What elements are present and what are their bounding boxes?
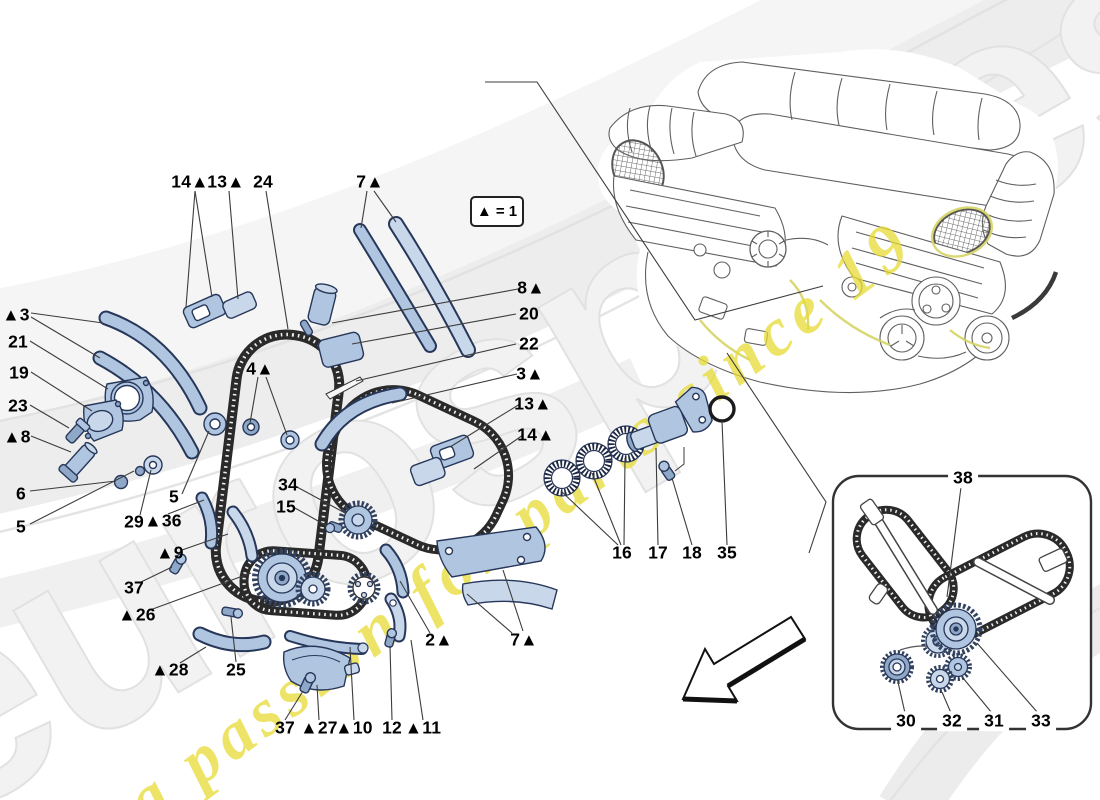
inset-callout[interactable]: 38 [948,468,978,488]
legend-box: ▲ = 1 [470,196,524,227]
part-callout[interactable]: 23 [8,395,28,416]
chain-tensioner-assembly [626,386,736,481]
part-callout[interactable]: ▲3 [2,304,30,325]
inset-callout[interactable]: 33 [1026,711,1056,731]
inset-callout[interactable]: 30 [891,711,921,731]
part-callout[interactable]: 37 [275,717,295,738]
inset-gears [880,602,983,693]
part-callout[interactable]: 4▲ [246,358,274,379]
part-callout[interactable]: 24 [253,171,273,192]
part-callout[interactable]: 34 [278,474,298,495]
part-callout[interactable]: ▲9 [156,542,184,563]
part-callout[interactable]: 29 [124,511,144,532]
part-callout[interactable]: 7▲ [510,629,538,650]
inset-callout[interactable]: 31 [979,711,1009,731]
part-callout[interactable]: 18 [682,542,702,563]
part-callout[interactable]: 16 [612,542,632,563]
part-callout[interactable]: 13▲ [514,393,552,414]
part-callout[interactable]: ▲8 [3,426,31,447]
part-callout[interactable]: ▲11 [404,717,442,738]
part-callout[interactable]: ▲36 [144,510,182,531]
part-callout[interactable]: 17 [648,542,668,563]
inset-pointer-line [726,352,827,554]
part-callout[interactable]: 5 [169,486,179,507]
part-callout[interactable]: 21 [8,331,28,352]
leader-lines [29,81,1039,721]
part-callout[interactable]: 25 [226,659,246,680]
part-callout[interactable]: 15 [276,496,296,517]
part-callout[interactable]: 2▲ [425,629,453,650]
legend-text: ▲ = 1 [476,203,518,220]
bottom-parts [282,526,558,694]
part-callout[interactable]: ▲26 [118,604,156,625]
part-callout[interactable]: 22 [519,333,539,354]
inset-callout[interactable]: 32 [937,711,967,731]
part-callout[interactable]: 3▲ [516,363,544,384]
tensioner-parts [299,283,365,400]
part-callout[interactable]: 20 [519,303,539,324]
part-callout[interactable]: 13▲ [207,171,245,192]
part-callout[interactable]: 37 [124,577,144,598]
part-callout[interactable]: 7▲ [356,171,384,192]
part-callout[interactable]: 8▲ [517,277,545,298]
engine-pointer-line [485,81,824,321]
chain-pads [182,291,475,487]
part-callout[interactable]: 35 [717,542,737,563]
left-cluster [58,376,300,619]
part-callout[interactable]: ▲27 [300,717,338,738]
part-callout[interactable]: 5 [16,516,26,537]
sprockets [252,500,381,608]
part-callout[interactable]: 14▲ [171,171,209,192]
exploded-diagram [58,216,736,694]
part-callout[interactable]: 19 [9,362,29,383]
part-callout[interactable]: ▲10 [335,717,373,738]
part-callout[interactable]: 6 [16,483,26,504]
inset-box [831,474,1093,731]
engine-illustration [597,49,1059,394]
direction-arrow-icon [681,615,807,704]
part-callout[interactable]: 12 [382,717,402,738]
part-callout[interactable]: 14▲ [517,424,555,445]
part-callout[interactable]: ▲28 [151,659,189,680]
